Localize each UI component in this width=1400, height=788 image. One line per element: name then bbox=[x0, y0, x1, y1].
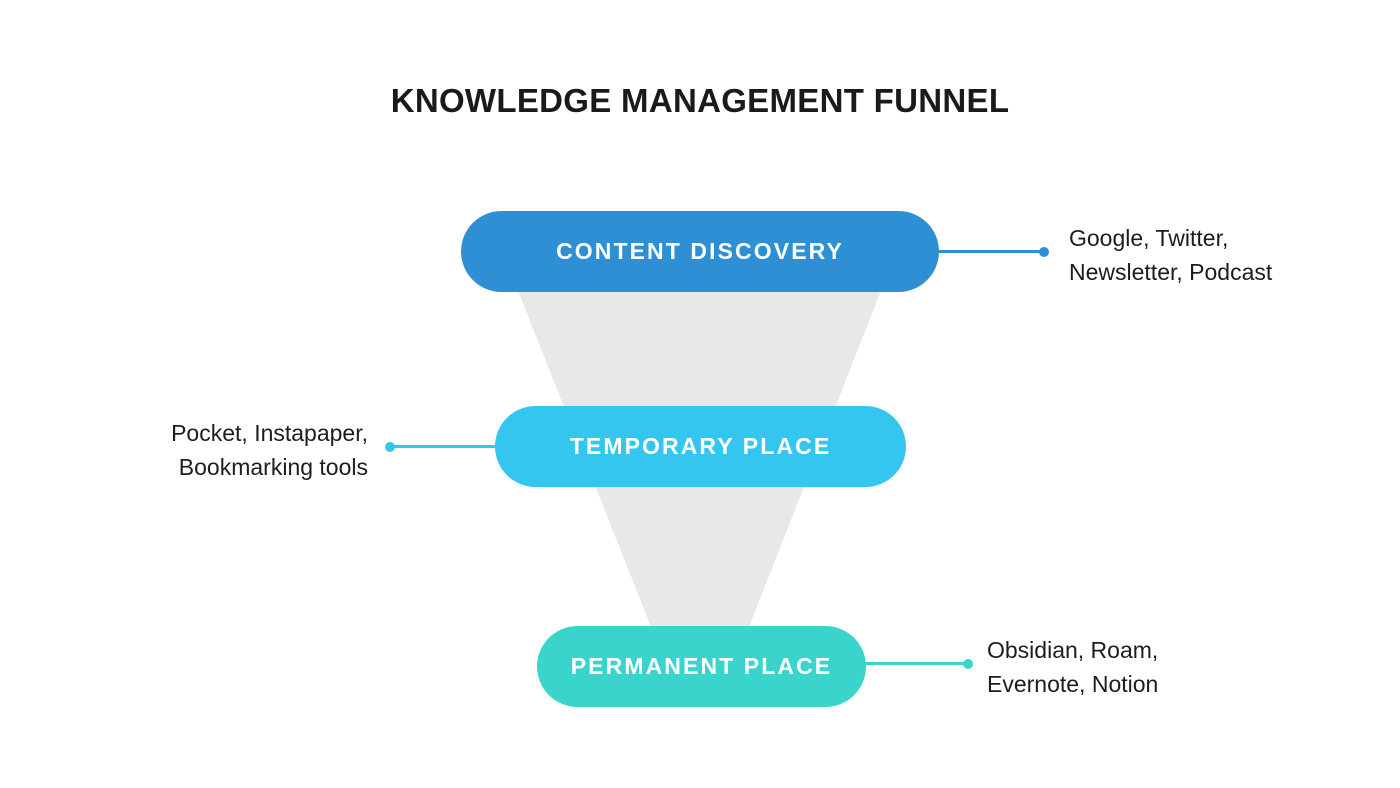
connector-line-stage-3 bbox=[858, 658, 973, 669]
connector-stroke-stage-1 bbox=[928, 250, 1044, 253]
annotation-2-line-1: Pocket, Instapaper, bbox=[171, 420, 368, 446]
annotation-permanent-place: Obsidian, Roam, Evernote, Notion bbox=[987, 634, 1158, 702]
connector-dot-stage-1 bbox=[1039, 246, 1049, 257]
annotation-content-discovery: Google, Twitter, Newsletter, Podcast bbox=[1069, 222, 1272, 290]
connector-line-stage-2 bbox=[385, 441, 505, 452]
page-title: KNOWLEDGE MANAGEMENT FUNNEL bbox=[390, 82, 1010, 119]
annotation-1-line-1: Google, Twitter, bbox=[1069, 225, 1229, 251]
funnel-stage-2-label: TEMPORARY PLACE bbox=[569, 433, 832, 459]
connector-stroke-stage-3 bbox=[858, 662, 968, 665]
funnel-stage-permanent-place[interactable]: PERMANENT PLACE bbox=[537, 626, 866, 707]
connector-stroke-stage-2 bbox=[390, 445, 505, 448]
annotation-2-line-2: Bookmarking tools bbox=[178, 453, 368, 480]
annotation-temporary-place: Pocket, Instapaper, Bookmarking tools bbox=[171, 417, 368, 485]
connector-line-stage-1 bbox=[928, 246, 1049, 257]
funnel-stage-1-label: CONTENT DISCOVERY bbox=[556, 238, 844, 264]
funnel-stage-3-label: PERMANENT PLACE bbox=[570, 653, 833, 679]
connector-dot-stage-2 bbox=[385, 441, 395, 452]
annotation-3-line-2: Evernote, Notion bbox=[987, 670, 1159, 697]
funnel-stage-content-discovery[interactable]: CONTENT DISCOVERY bbox=[461, 211, 939, 292]
annotation-3-line-1: Obsidian, Roam, bbox=[987, 637, 1159, 663]
connector-dot-stage-3 bbox=[963, 658, 973, 669]
annotation-1-line-2: Newsletter, Podcast bbox=[1069, 258, 1273, 285]
funnel-stage-temporary-place[interactable]: TEMPORARY PLACE bbox=[495, 406, 906, 487]
